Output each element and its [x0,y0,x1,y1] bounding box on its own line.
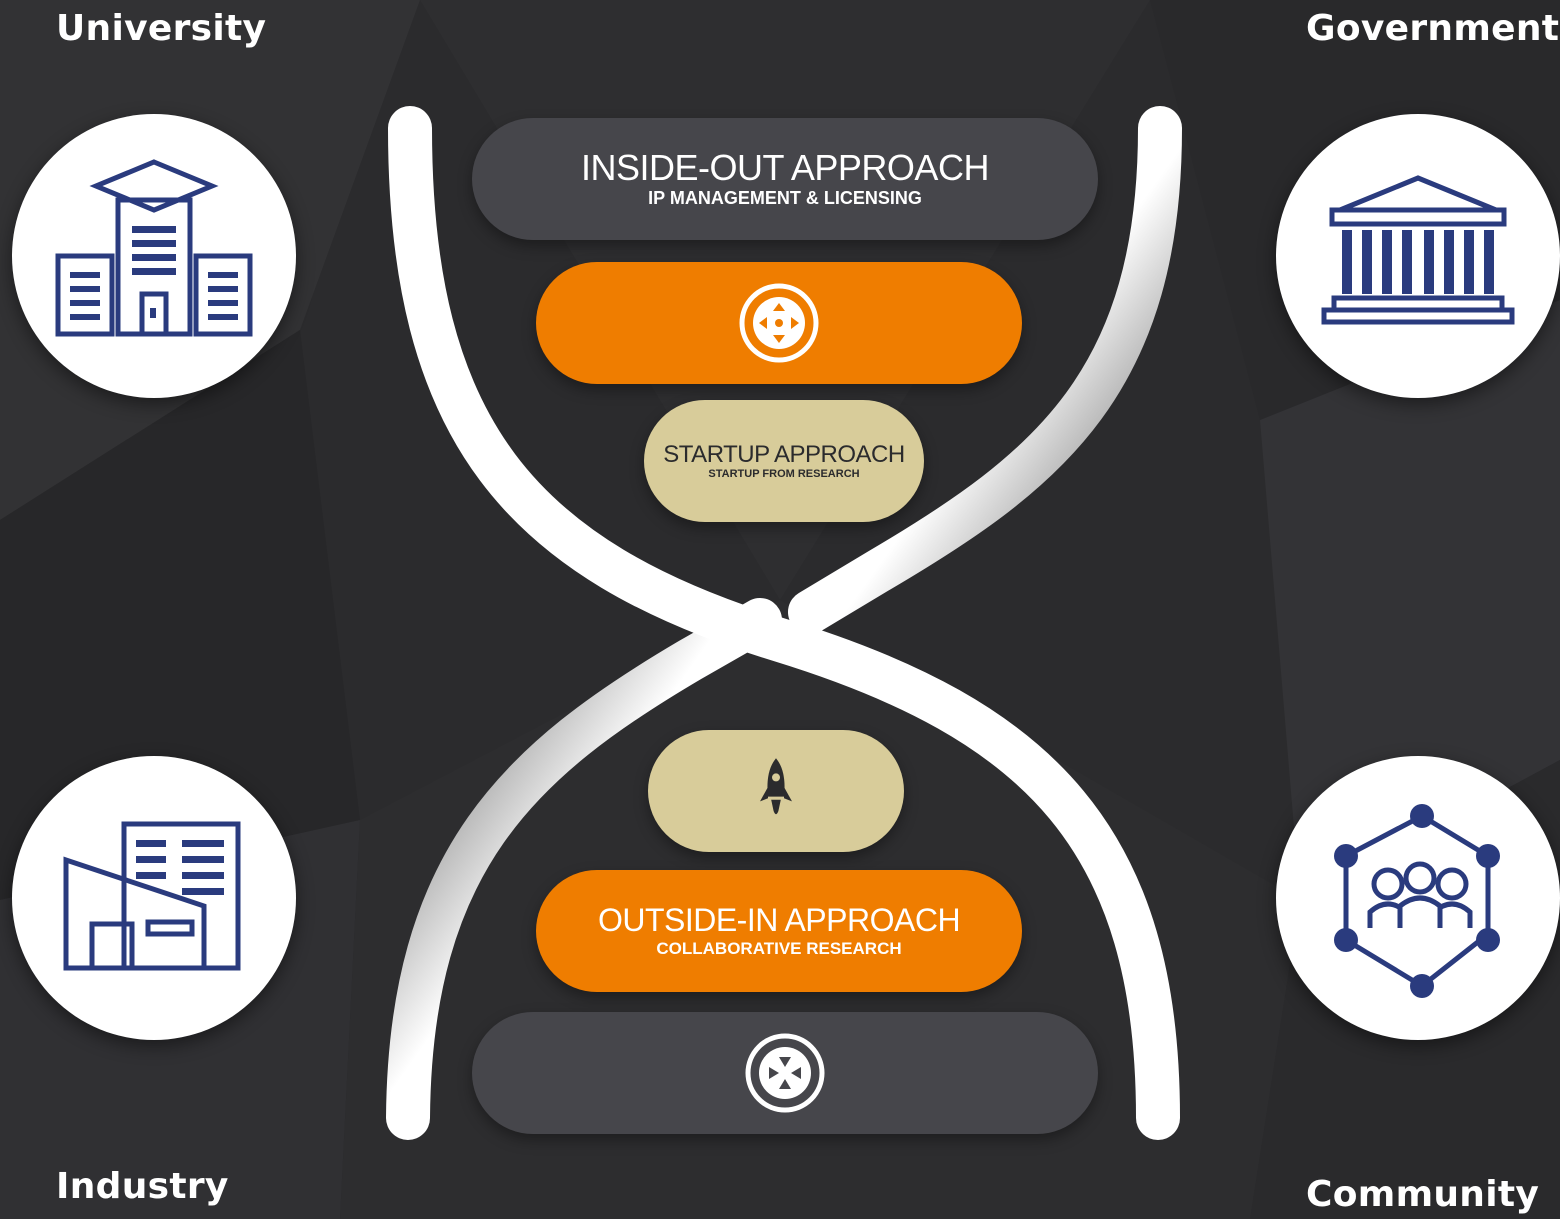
community-circle [1276,756,1560,1040]
community-label: Community [1306,1174,1540,1215]
outside-in-pill: OUTSIDE-IN APPROACH COLLABORATIVE RESEAR… [536,870,1022,992]
crosshair-target-icon [739,283,819,363]
government-label: Government [1306,8,1560,49]
startup-subtitle: STARTUP FROM RESEARCH [708,467,860,480]
inside-out-pill: INSIDE-OUT APPROACH IP MANAGEMENT & LICE… [472,118,1098,240]
university-building-icon [55,159,253,337]
outside-in-title: OUTSIDE-IN APPROACH [597,902,961,938]
government-circle [1276,114,1560,398]
inside-out-title: INSIDE-OUT APPROACH [581,147,989,188]
startup-icon-pill [648,730,904,852]
industry-circle [12,756,296,1040]
outside-in-subtitle: COLLABORATIVE RESEARCH [656,939,902,958]
government-building-icon [1321,175,1515,325]
startup-title: STARTUP APPROACH [663,440,905,468]
university-circle [12,114,296,398]
community-network-icon [1334,804,1500,998]
inside-out-icon-pill [536,262,1022,384]
startup-pill: STARTUP APPROACH STARTUP FROM RESEARCH [644,400,924,522]
outside-in-icon-pill [472,1012,1098,1134]
factory-building-icon [63,821,241,971]
collapse-arrows-icon [745,1033,825,1113]
inside-out-subtitle: IP MANAGEMENT & LICENSING [648,188,922,208]
rocket-icon [760,758,792,815]
university-label: University [56,8,267,49]
industry-label: Industry [56,1166,229,1207]
